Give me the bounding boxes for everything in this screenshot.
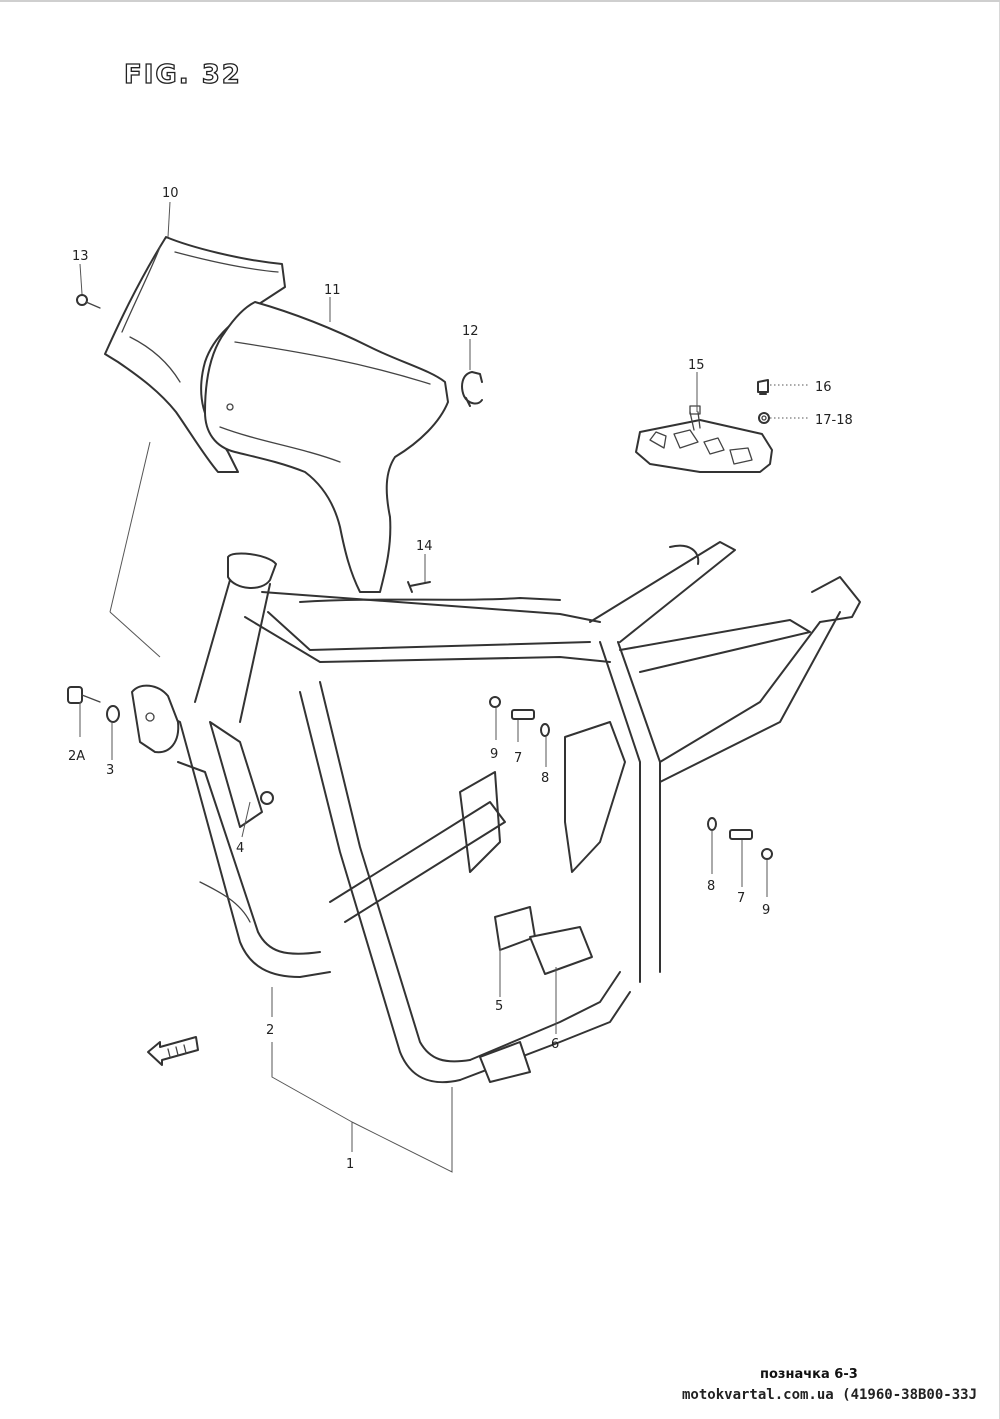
part-12-clip (461, 371, 483, 407)
callout-15: 15 (688, 358, 705, 373)
part-3-washer (106, 705, 120, 723)
callout-7-right: 7 (737, 891, 745, 906)
part-11-side-cover (204, 301, 449, 593)
figure-title: FIG. 32 (123, 59, 242, 90)
part-16-bolt (757, 379, 769, 395)
part-7-bolt-right (729, 829, 753, 840)
callout-16: 16 (815, 380, 832, 395)
callout-3: 3 (106, 763, 114, 778)
callout-10: 10 (162, 186, 179, 201)
leader-lines (79, 201, 810, 1173)
callout-labels: 10 13 11 12 15 16 17-18 14 2A 3 4 9 7 8 … (68, 186, 853, 1172)
part-2a-bolt (67, 686, 101, 704)
callout-9-right: 9 (762, 903, 770, 918)
callout-6: 6 (551, 1037, 559, 1052)
part-13-screw (76, 294, 101, 309)
part-15-bracket (635, 405, 773, 473)
part-17-18-nut (758, 412, 770, 424)
part-9-nut-right (761, 848, 773, 860)
part-7-bolt-top (511, 709, 535, 720)
callout-7-top: 7 (514, 751, 522, 766)
callout-12: 12 (462, 324, 479, 339)
footer-source: motokvartal.com.ua (41960-38B00-33J (682, 1387, 978, 1403)
part-9-nut-top (489, 696, 501, 708)
part-8-washer-right (707, 817, 717, 831)
callout-2a: 2A (68, 749, 85, 764)
part-8-washer-top (540, 723, 550, 737)
callout-14: 14 (416, 539, 433, 554)
callout-2: 2 (266, 1023, 274, 1038)
callout-1: 1 (346, 1157, 354, 1172)
callout-8-top: 8 (541, 771, 549, 786)
callout-13: 13 (72, 249, 89, 264)
part-14-bolt (407, 581, 431, 593)
callout-11: 11 (324, 283, 341, 298)
callout-17-18: 17-18 (815, 413, 853, 428)
part-4-nut (260, 791, 274, 805)
part-10-frame-cover (104, 236, 286, 473)
callout-9-top: 9 (490, 747, 498, 762)
main-frame (131, 541, 861, 1084)
callout-5: 5 (495, 999, 503, 1014)
callout-8-right: 8 (707, 879, 715, 894)
callout-4: 4 (236, 841, 244, 856)
front-arrow-icon (147, 1036, 199, 1066)
footer-note: позначка 6-3 (760, 1367, 858, 1382)
